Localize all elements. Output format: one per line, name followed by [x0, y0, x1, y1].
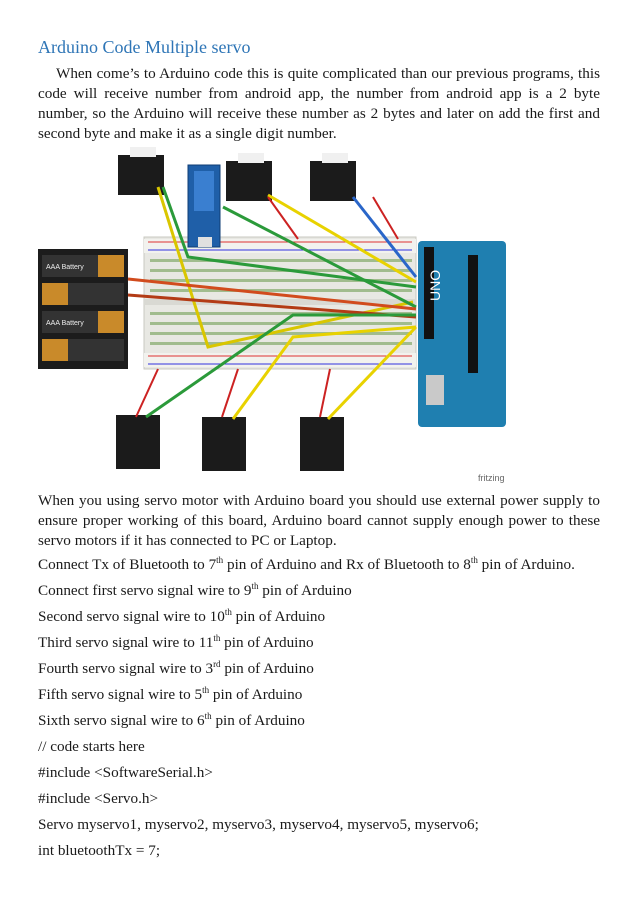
servo-2-line: Second servo signal wire to 10th pin of …	[38, 606, 326, 625]
bluetooth-connection-line: Connect Tx of Bluetooth to 7th pin of Ar…	[38, 554, 575, 573]
fritzing-watermark: fritzing	[478, 473, 505, 483]
power-supply-paragraph: When you using servo motor with Arduino …	[38, 492, 600, 549]
arduino-label: UNO	[427, 270, 443, 301]
battery-label-2: AAA Battery	[46, 320, 84, 327]
wiring-diagram: AAA Battery AAA Battery	[38, 147, 507, 485]
code-bluetooth-tx: int bluetoothTx = 7;	[38, 842, 161, 859]
code-comment: // code starts here	[38, 738, 145, 755]
arduino-uno-board: UNO	[418, 241, 506, 427]
section-heading: Arduino Code Multiple servo	[38, 37, 251, 57]
servo-3-line: Third servo signal wire to 11th pin of A…	[38, 632, 314, 651]
servo-bottom-1	[116, 415, 160, 469]
wires	[127, 186, 418, 421]
intro-paragraph: When come’s to Arduino code this is quit…	[38, 65, 600, 142]
servo-top-3	[310, 153, 356, 201]
code-servo-declarations: Servo myservo1, myservo2, myservo3, myse…	[38, 816, 479, 833]
servo-6-line: Sixth servo signal wire to 6th pin of Ar…	[38, 710, 305, 729]
bluetooth-module	[187, 164, 221, 248]
servo-top-1	[118, 147, 164, 195]
servo-top-2	[226, 153, 272, 201]
battery-label-1: AAA Battery	[46, 264, 84, 271]
battery-pack: AAA Battery AAA Battery	[38, 249, 128, 369]
servo-5-line: Fifth servo signal wire to 5th pin of Ar…	[38, 684, 303, 703]
code-include-servo: #include <Servo.h>	[38, 790, 159, 807]
servo-4-line: Fourth servo signal wire to 3rd pin of A…	[38, 658, 314, 677]
servo-bottom-3	[300, 417, 344, 471]
code-include-softwareserial: #include <SoftwareSerial.h>	[38, 764, 213, 781]
servo-bottom-2	[202, 417, 246, 471]
servo-1-line: Connect first servo signal wire to 9th p…	[38, 580, 352, 599]
